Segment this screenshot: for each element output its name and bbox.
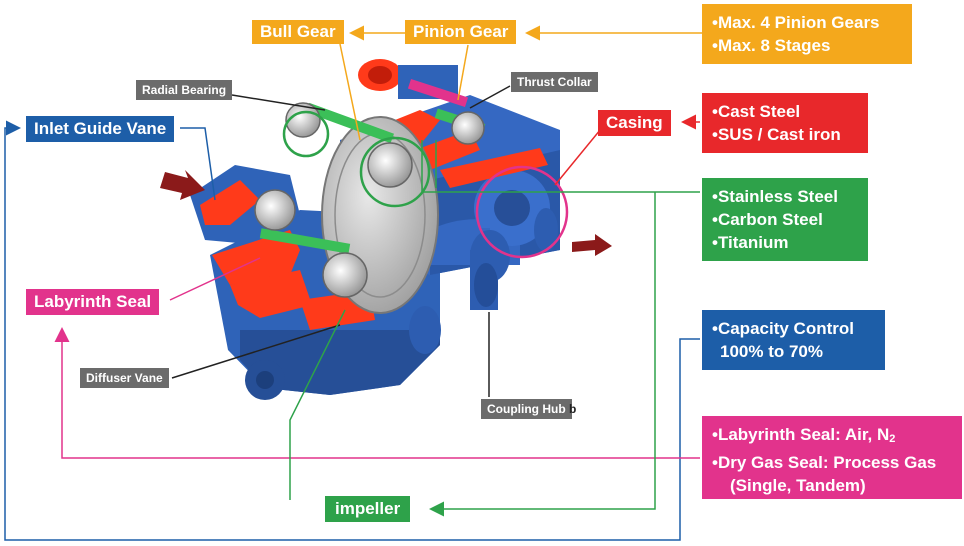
leader-line [54,327,700,459]
label-labyrinth-seal: Labyrinth Seal [26,289,160,315]
info-capacity-line-1: •Capacity Control [712,319,854,338]
compressor-illustration [190,59,560,400]
arrow-right-icon [160,170,205,200]
leader-line [171,324,341,379]
info-seal-line-1-subscript: 2 [889,433,896,445]
info-box-impeller: •Stainless Steel •Carbon Steel •Titanium [702,178,868,261]
highlight-circle-impeller [359,136,431,208]
info-impeller-line-3: •Titanium [712,233,789,252]
label-casing: Casing [598,110,671,136]
info-gears-line-2: •Max. 8 Stages [712,36,831,55]
label-diffuser-vane: Diffuser Vane [80,368,169,388]
leader-line [421,140,700,193]
info-capacity-line-2: 100% to 70% [720,342,823,361]
info-box-seal: •Labyrinth Seal: Air, N2 •Dry Gas Seal: … [702,416,962,499]
leader-line [231,94,326,111]
info-box-casing: •Cast Steel •SUS / Cast iron [702,93,868,153]
info-seal-line-3: (Single, Tandem) [730,476,866,495]
leader-line [457,44,469,101]
label-bull-gear: Bull Gear [252,20,344,44]
info-impeller-line-1: •Stainless Steel [712,187,838,206]
info-box-capacity: •Capacity Control 100% to 70% [702,310,885,370]
info-seal-line-2: •Dry Gas Seal: Process Gas [712,453,937,472]
coupling-hub-text: Coupling Hub [487,402,566,416]
leader-line [469,85,511,109]
info-seal-line-1: •Labyrinth Seal: Air, N2 [712,423,952,451]
arrow-right-icon [572,234,612,256]
highlight-circle-radial-bearing [282,110,330,158]
leader-line [180,127,216,201]
leader-line [429,192,656,517]
label-impeller: impeller [325,496,411,522]
leader-line [289,309,346,500]
leader-line [339,43,361,141]
label-radial-bearing: Radial Bearing [136,80,233,100]
leader-line [554,123,606,186]
info-casing-line-1: •Cast Steel [712,102,801,121]
highlight-circle-casing [475,165,569,259]
leader-line [169,257,261,301]
info-seal-line-1-text: •Labyrinth Seal: Air, N [712,425,890,444]
label-pinion-gear: Pinion Gear [405,20,517,44]
label-inlet-guide-vane: Inlet Guide Vane [26,116,175,142]
info-box-gears: •Max. 4 Pinion Gears •Max. 8 Stages [702,4,912,64]
info-impeller-line-2: •Carbon Steel [712,210,823,229]
coupling-hub-suffix: b [569,402,577,416]
leader-line [4,120,700,541]
label-thrust-collar: Thrust Collar [511,72,598,92]
info-casing-line-2: •SUS / Cast iron [712,125,841,144]
info-gears-line-1: •Max. 4 Pinion Gears [712,13,880,32]
label-coupling-hub: Coupling Hub [481,399,572,419]
